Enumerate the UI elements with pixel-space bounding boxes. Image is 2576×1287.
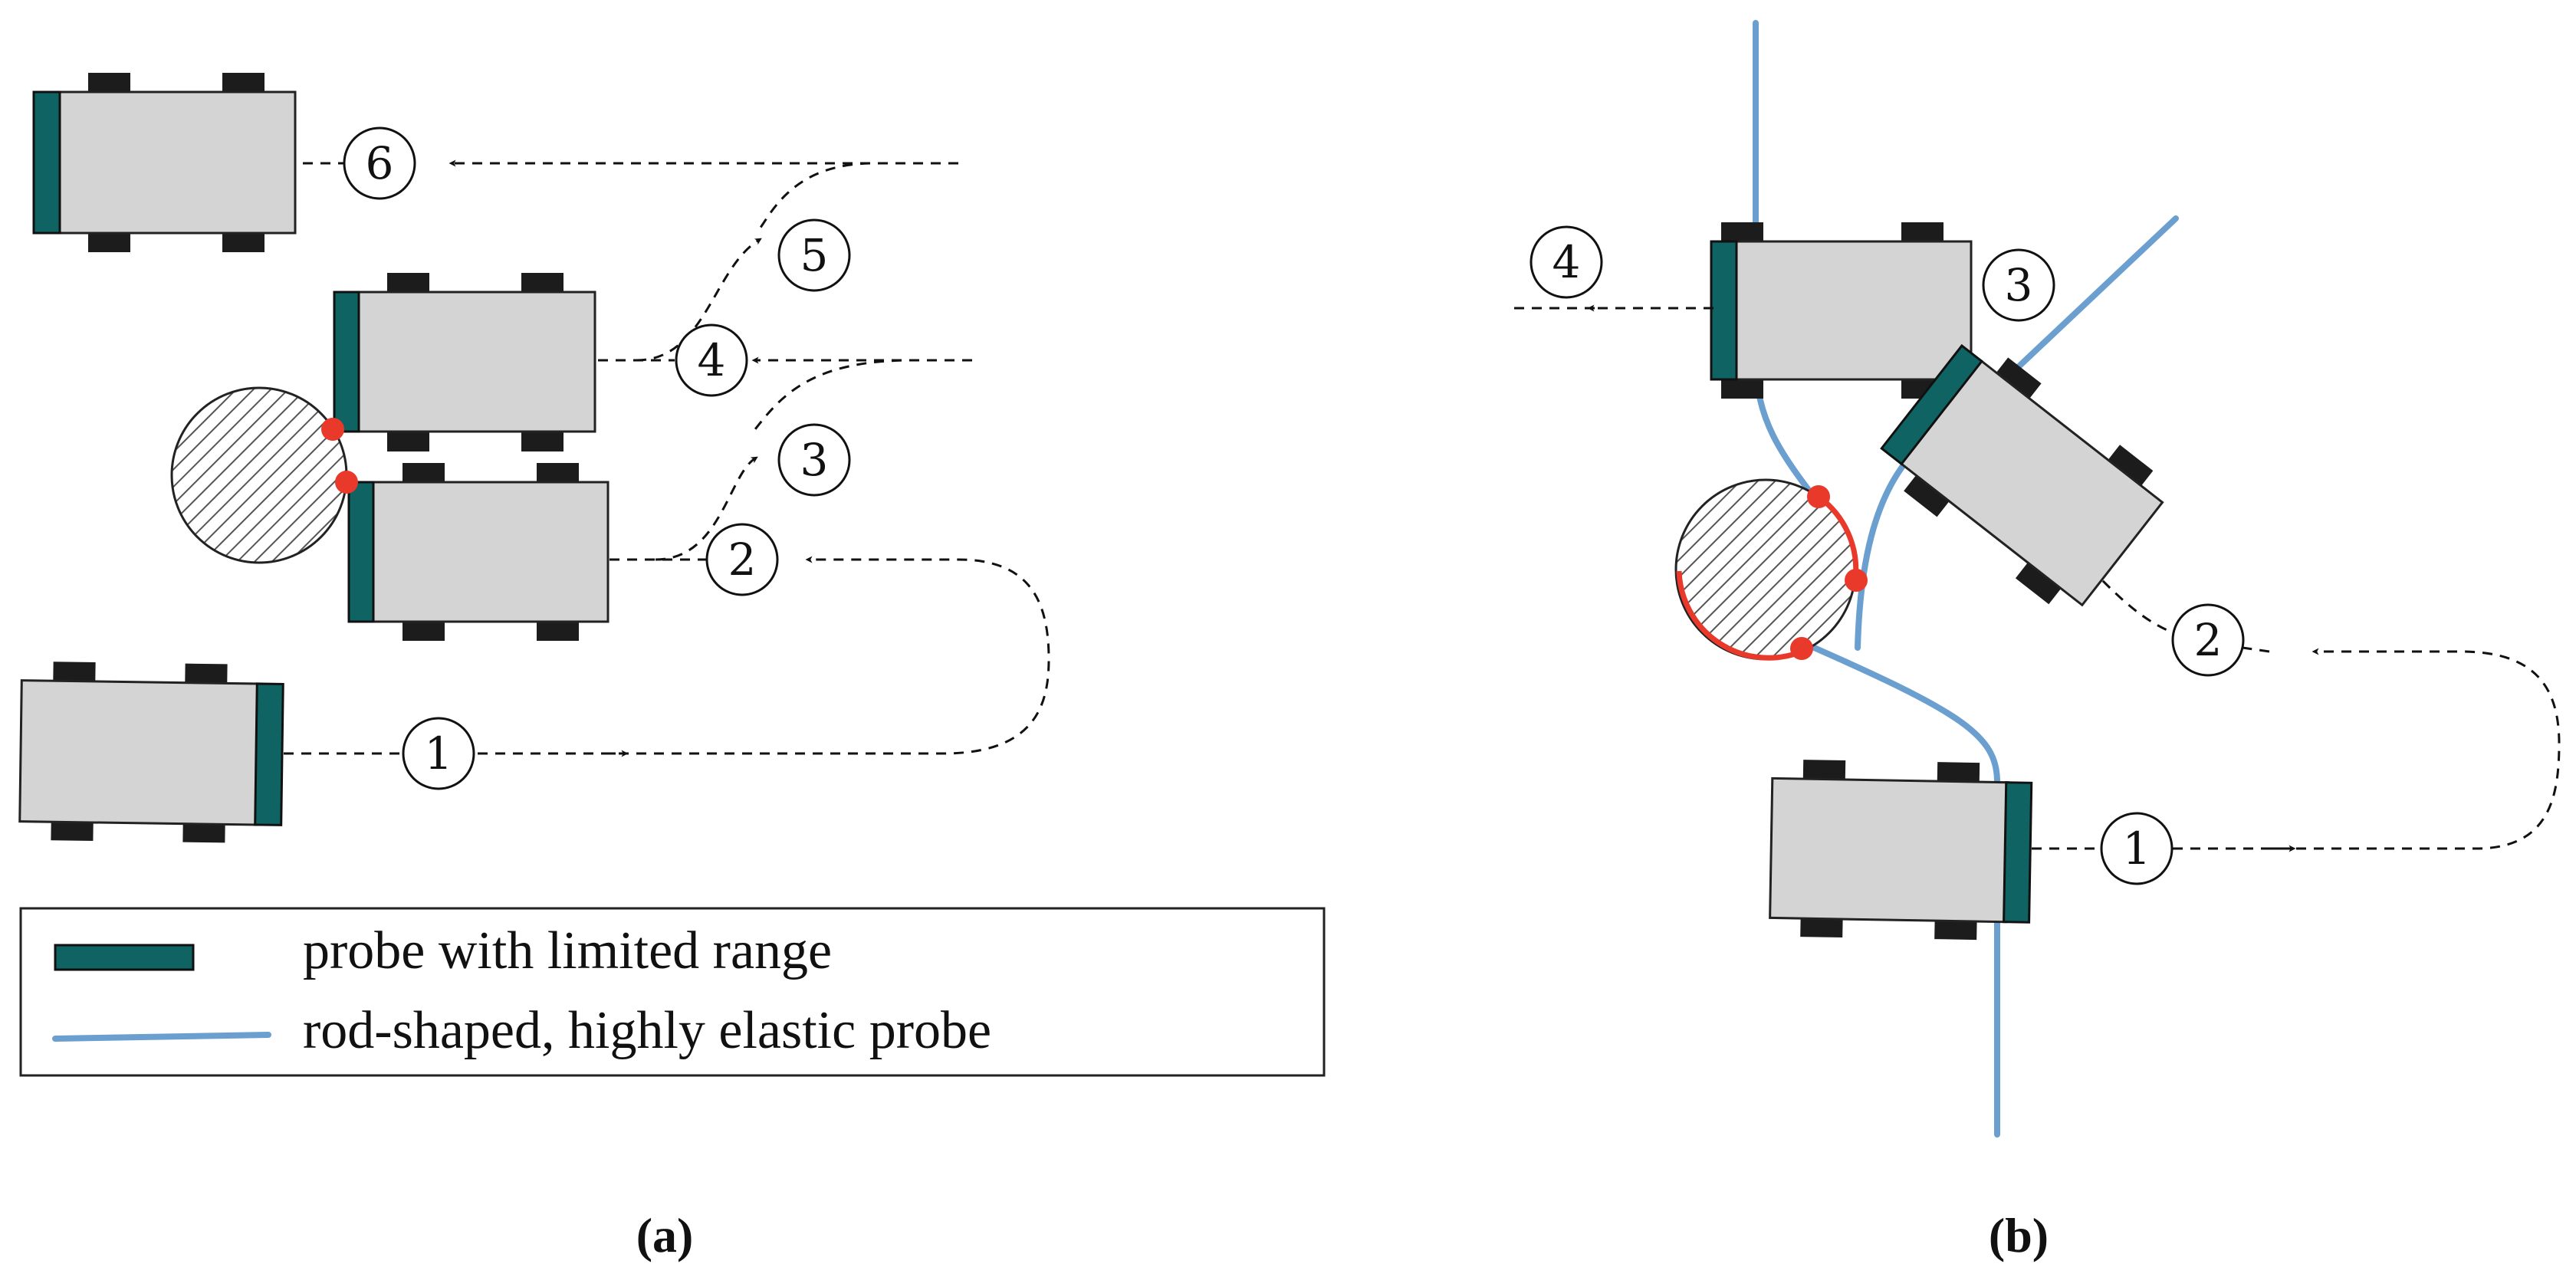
legend-box	[19, 907, 1326, 1077]
contact-point-a1	[321, 418, 344, 441]
legend-swatch-probe-limited	[54, 944, 195, 971]
path-a-6	[757, 162, 958, 231]
svg-text:1: 1	[2123, 822, 2151, 875]
legend-label-probe-limited: probe with limited range	[303, 921, 832, 980]
caption-a: (a)	[636, 1208, 694, 1262]
robot-b1	[1769, 760, 2033, 941]
probe-limited-a4	[333, 291, 360, 433]
probe-limited-b1	[2003, 781, 2033, 924]
legend-label-probe-rod: rod-shaped, highly elastic probe	[303, 1001, 991, 1060]
panel-a: 1 2 3 4 5 6	[18, 73, 1050, 843]
path-a-3	[655, 456, 758, 561]
contact-point-b3	[1790, 637, 1813, 660]
probe-limited-b2	[1880, 343, 1984, 466]
svg-text:2: 2	[2194, 614, 2223, 666]
svg-text:4: 4	[1552, 236, 1581, 288]
contact-point-b1	[1807, 485, 1830, 508]
step-b-4: 4	[1530, 225, 1603, 299]
svg-text:1: 1	[425, 727, 453, 780]
svg-text:3: 3	[2005, 259, 2033, 311]
robot-a1	[18, 662, 284, 843]
obstacle-a	[170, 386, 348, 564]
svg-text:4: 4	[698, 334, 726, 386]
robot-b2	[1880, 343, 2164, 607]
probe-limited-a6	[32, 90, 61, 235]
probe-limited-b3	[1710, 240, 1738, 381]
path-a-4b	[754, 359, 972, 430]
robot-a4	[333, 273, 596, 451]
step-a-3: 3	[777, 423, 851, 497]
path-b-1	[2032, 648, 2561, 850]
svg-text:2: 2	[728, 534, 757, 586]
step-b-3: 3	[1982, 248, 2055, 322]
step-b-2: 2	[2171, 603, 2245, 677]
step-a-6: 6	[343, 126, 416, 200]
robot-a2	[347, 463, 610, 641]
robot-a6	[32, 73, 297, 252]
rod-probe-b-bottom	[1802, 641, 2000, 1138]
contact-point-b2	[1845, 569, 1868, 592]
contact-point-a2	[335, 471, 358, 494]
probe-limited-a2	[347, 481, 375, 623]
caption-b: (b)	[1989, 1208, 2049, 1262]
path-a-5	[636, 238, 762, 362]
svg-text:5: 5	[800, 229, 829, 281]
step-a-5: 5	[777, 218, 851, 292]
step-b-1: 1	[2100, 812, 2174, 885]
step-a-2: 2	[705, 523, 779, 596]
step-a-4: 4	[675, 323, 748, 397]
legend: probe with limited range rod-shaped, hig…	[19, 907, 1326, 1077]
probe-limited-a1	[254, 682, 284, 826]
svg-text:6: 6	[366, 137, 394, 189]
contact-arc-b2	[1676, 570, 1803, 661]
step-a-1: 1	[402, 717, 475, 790]
svg-text:3: 3	[800, 434, 829, 486]
legend-swatch-probe-rod	[52, 1032, 271, 1042]
robot-b3	[1710, 222, 1973, 399]
panel-b: 1 2 3 4	[1514, 20, 2561, 1138]
